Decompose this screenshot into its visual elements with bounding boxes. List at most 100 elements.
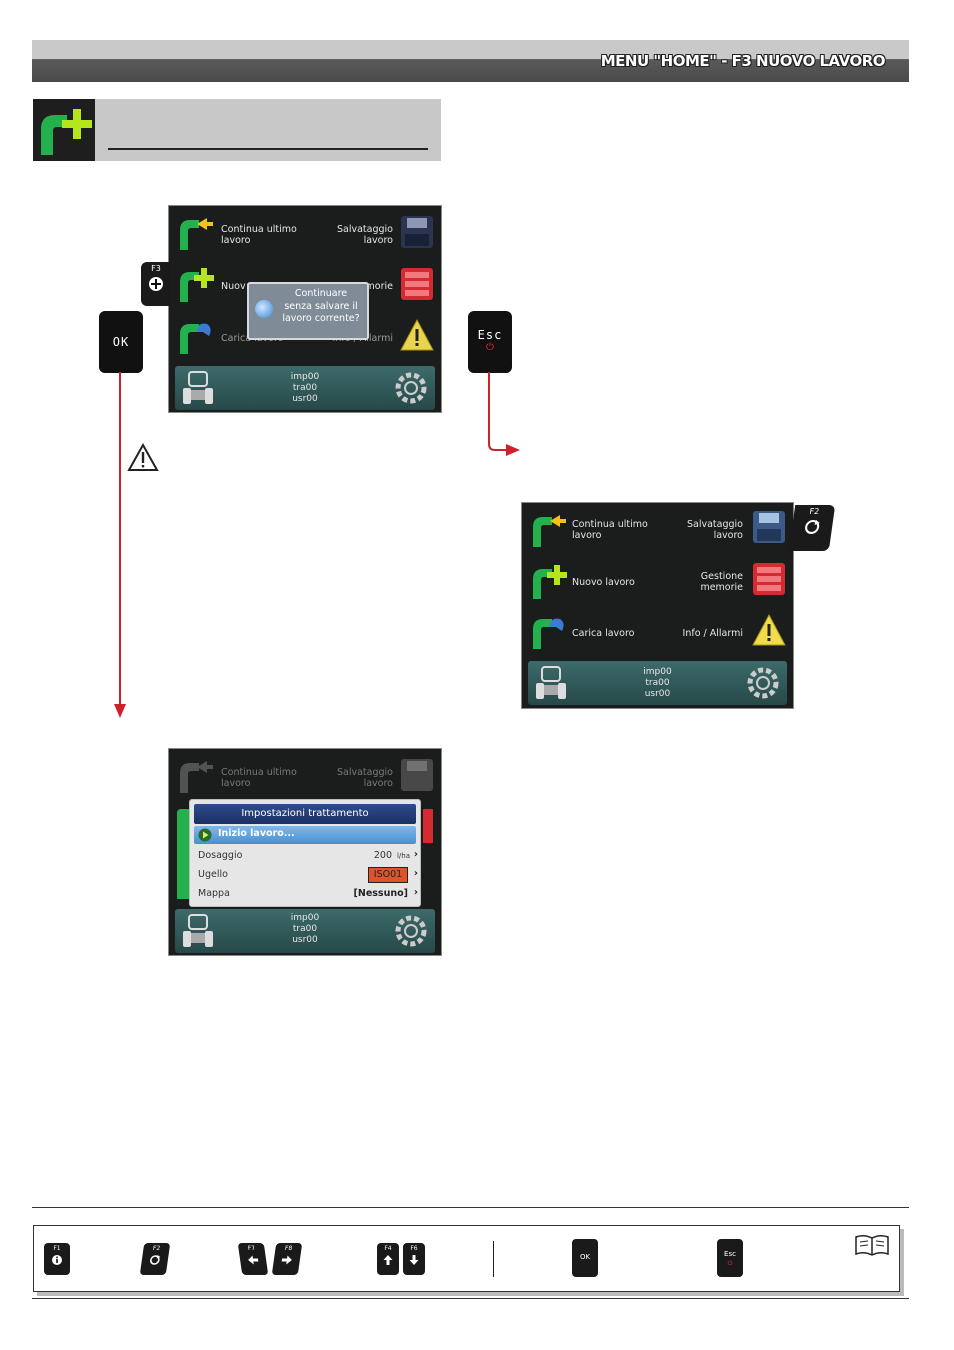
treatment-popup-title: Impostazioni trattamento <box>194 804 416 824</box>
footer-esc-key: Esc ⏻ <box>717 1239 743 1277</box>
status-line-tra: tra00 <box>292 383 318 393</box>
footer-rule-bottom <box>32 1298 909 1299</box>
arrow-right-icon <box>281 1255 292 1265</box>
manual-book-icon <box>855 1234 889 1256</box>
f3-key-label: F3 <box>151 264 161 273</box>
footer-f6-key: F6 <box>403 1243 425 1275</box>
menu-label-save: Salvataggio lavoro <box>337 767 393 789</box>
floppy-disk-icon <box>401 216 433 248</box>
status-line-imp: imp00 <box>643 667 672 677</box>
status-line-imp: imp00 <box>290 913 320 923</box>
menu-label-info[interactable]: Info / Allarmi <box>682 628 743 639</box>
map-label: Mappa <box>198 888 230 899</box>
warning-triangle-icon <box>752 613 786 646</box>
key-legend-box: F1 F2 F7 F8 F4 F6 OK Esc ⏻ <box>33 1225 900 1292</box>
load-job-icon <box>533 618 564 649</box>
esc-flow-line <box>488 372 508 451</box>
menu-label-new[interactable]: Nuovo lavoro <box>572 577 635 588</box>
map-value[interactable]: [Nessuno] <box>353 888 408 899</box>
esc-key[interactable]: Esc ⏻ <box>468 311 512 373</box>
f2-key[interactable]: F2 <box>788 505 836 551</box>
footer-f8-key: F8 <box>271 1243 303 1275</box>
menu-label-load[interactable]: Carica lavoro <box>572 628 635 639</box>
start-job-label: Inizio lavoro... <box>218 828 295 839</box>
status-line-usr: usr00 <box>292 394 318 404</box>
status-bar: imp00 tra00 usr00 <box>175 366 435 410</box>
esc-flow-arrowhead <box>506 444 520 456</box>
footer-f4-key: F4 <box>377 1243 399 1275</box>
menu-label-memory-short: morie <box>365 281 393 292</box>
refresh-icon <box>805 520 820 534</box>
home-screen-confirm: Continua ultimo lavoro Salvataggio lavor… <box>168 205 442 413</box>
ok-flow-arrowhead <box>114 704 126 718</box>
floppy-disk-icon <box>401 759 433 791</box>
settings-gear-icon <box>395 372 427 404</box>
start-job-option[interactable]: Inizio lavoro... <box>194 826 416 844</box>
info-icon <box>52 1255 62 1265</box>
new-plus-circle-icon <box>149 277 163 291</box>
menu-label-memory[interactable]: Gestione memorie <box>700 571 743 593</box>
nozzle-value[interactable]: ISO01 <box>368 867 408 883</box>
arrow-up-icon <box>383 1255 393 1265</box>
arrow-left-icon <box>248 1255 259 1265</box>
load-job-icon <box>180 323 211 354</box>
chevron-right-icon: › <box>413 868 418 879</box>
floppy-disk-icon <box>753 511 785 543</box>
ok-key[interactable]: OK <box>99 311 143 373</box>
warning-sign-icon <box>127 443 159 471</box>
status-bar: imp00 tra00 usr00 <box>175 909 435 953</box>
footer-f8-label: F8 <box>284 1245 293 1252</box>
warning-triangle-icon <box>400 318 434 351</box>
continue-job-icon <box>180 218 213 250</box>
menu-label-new-short: Nuov <box>221 281 246 292</box>
tractor-icon <box>183 371 213 404</box>
footer-ok-key: OK <box>572 1239 598 1277</box>
arrow-down-icon <box>409 1255 419 1265</box>
page-header-band: MENU "HOME" - F3 NUOVO LAVORO <box>32 40 909 82</box>
footer-f7-key: F7 <box>237 1243 269 1275</box>
page-title: MENU "HOME" - F3 NUOVO LAVORO <box>600 52 886 70</box>
f3-key[interactable]: F3 <box>141 262 171 306</box>
treatment-screen: Continua ultimo lavoro Salvataggio lavor… <box>168 748 442 956</box>
confirm-popup-text: Continuare senza salvare il lavoro corre… <box>282 288 360 324</box>
status-text: imp00 tra00 usr00 <box>528 667 787 700</box>
settings-gear-icon <box>395 915 427 947</box>
footer-ok-label: OK <box>579 1253 591 1261</box>
settings-gear-icon[interactable] <box>743 663 783 703</box>
section-title-underline <box>108 148 428 150</box>
status-text: imp00 tra00 usr00 <box>175 913 435 946</box>
power-icon: ⏻ <box>727 1260 733 1267</box>
continue-job-icon <box>180 761 213 793</box>
home-screen: Continua ultimo lavoro Salvataggio lavor… <box>521 502 794 709</box>
footer-f6-label: F6 <box>410 1245 418 1252</box>
menu-label-continue[interactable]: Continua ultimo lavoro <box>572 519 648 541</box>
menu-label-save: Salvataggio lavoro <box>337 224 393 246</box>
menu-label-save[interactable]: Salvataggio lavoro <box>687 519 743 541</box>
nozzle-label: Ugello <box>198 869 228 880</box>
footer-f4-label: F4 <box>384 1245 392 1252</box>
status-bar[interactable]: imp00 tra00 usr00 <box>528 661 787 705</box>
play-icon <box>198 828 212 842</box>
power-icon: ⏻ <box>486 342 494 353</box>
confirm-popup[interactable]: Continuare senza salvare il lavoro corre… <box>247 282 369 340</box>
section-title-band <box>95 99 441 161</box>
footer-f2-label: F2 <box>152 1245 161 1252</box>
dosage-value[interactable]: 200 <box>373 850 392 861</box>
dosage-unit: l/ha <box>396 852 410 860</box>
footer-f1-key: F1 <box>44 1243 70 1275</box>
treatment-popup: Impostazioni trattamento Inizio lavoro..… <box>189 799 421 907</box>
refresh-icon <box>150 1255 161 1265</box>
footer-f2-key: F2 <box>139 1243 171 1275</box>
status-text: imp00 tra00 usr00 <box>175 372 435 405</box>
tractor-icon <box>536 666 566 699</box>
f2-key-label: F2 <box>808 507 820 516</box>
memory-drawers-icon <box>401 268 433 300</box>
info-bubble-icon <box>255 300 273 318</box>
status-line-imp: imp00 <box>290 372 320 382</box>
tractor-icon <box>183 914 213 947</box>
memory-drawers-icon <box>753 563 785 595</box>
status-line-usr: usr00 <box>644 689 671 699</box>
menu-label-continue: Continua ultimo lavoro <box>221 224 297 246</box>
status-line-tra: tra00 <box>292 924 318 934</box>
